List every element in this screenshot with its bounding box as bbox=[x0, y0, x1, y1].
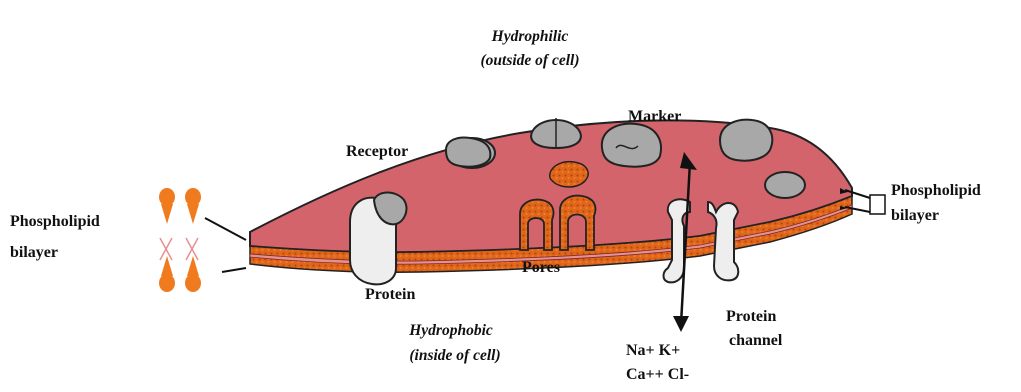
surface-protein-large bbox=[720, 120, 772, 161]
left-pointer-bottom bbox=[222, 268, 246, 272]
ions-label-2: Ca++ Cl- bbox=[626, 364, 689, 385]
hydrophobic-title: Hydrophobic bbox=[376, 320, 526, 341]
hydrophobic-subtitle: (inside of cell) bbox=[370, 345, 540, 366]
hydrophilic-title: Hydrophilic bbox=[455, 26, 605, 47]
phospholipid-icons bbox=[159, 188, 201, 292]
protein-label: Protein bbox=[365, 284, 415, 305]
receptor-blob bbox=[446, 138, 490, 167]
pore-cap-blob bbox=[550, 162, 588, 187]
right-bilayer-label-1: Phospholipid bbox=[891, 180, 981, 201]
ion-arrow-head-down bbox=[673, 316, 689, 332]
marker-label: Marker bbox=[628, 106, 681, 127]
right-bilayer-label-2: bilayer bbox=[891, 205, 939, 226]
left-pointer-top bbox=[205, 218, 246, 240]
hydrophilic-subtitle: (outside of cell) bbox=[440, 50, 620, 71]
ions-label-1: Na+ K+ bbox=[626, 340, 680, 361]
receptor-label: Receptor bbox=[346, 141, 408, 162]
surface-protein-right bbox=[765, 172, 805, 198]
left-bilayer-label-2: bilayer bbox=[10, 242, 58, 263]
left-bilayer-label-1: Phospholipid bbox=[10, 211, 100, 232]
marker-protein bbox=[602, 124, 661, 167]
protein-channel-label-1: Protein bbox=[726, 306, 776, 327]
bilayer-bracket-right bbox=[870, 195, 885, 214]
protein-channel-label-2: channel bbox=[729, 330, 782, 351]
pores-label: Pores bbox=[522, 257, 560, 278]
